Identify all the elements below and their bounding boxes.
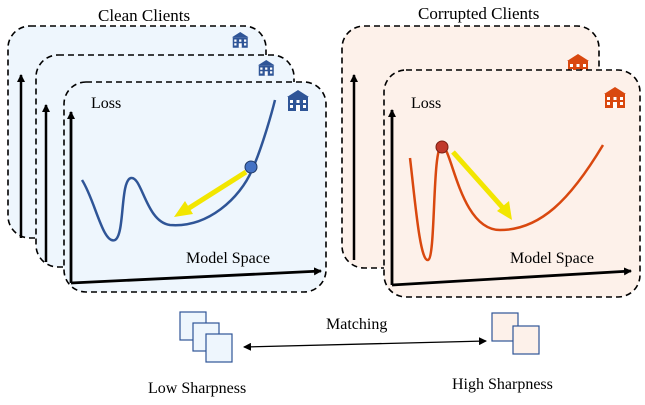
clean-loss-label: Loss xyxy=(91,95,122,112)
low-sharpness-stack xyxy=(179,311,233,363)
corrupted-clients-title: Corrupted Clients xyxy=(418,4,540,23)
corrupted-clients-stack xyxy=(341,25,641,298)
clean-descent-arrowhead xyxy=(174,201,193,217)
matching-label: Matching xyxy=(326,316,388,333)
clean-clients-title: Clean Clients xyxy=(98,6,191,25)
clean-x-axis xyxy=(70,267,322,285)
corrupted-model-space-label: Model Space xyxy=(510,250,594,267)
clean-panel-front xyxy=(63,81,327,293)
corrupted-descent-arrow xyxy=(451,150,505,210)
corrupted-x-axis xyxy=(391,267,632,287)
high-sharpness-stack xyxy=(491,312,540,355)
corrupted-loss-label: Loss xyxy=(411,95,442,112)
matching-arrow xyxy=(243,337,487,351)
low-sharpness-caption: Low Sharpness xyxy=(148,380,247,397)
corrupted-ball xyxy=(435,140,449,154)
high-sharpness-caption: High Sharpness xyxy=(452,376,553,393)
corrupted-descent-arrowhead xyxy=(497,201,512,220)
clean-clients-stack xyxy=(7,25,327,293)
corrupted-panel-front xyxy=(383,69,641,298)
clean-ball xyxy=(244,160,258,174)
clean-descent-arrow xyxy=(184,169,248,213)
clean-model-space-label: Model Space xyxy=(186,250,270,267)
